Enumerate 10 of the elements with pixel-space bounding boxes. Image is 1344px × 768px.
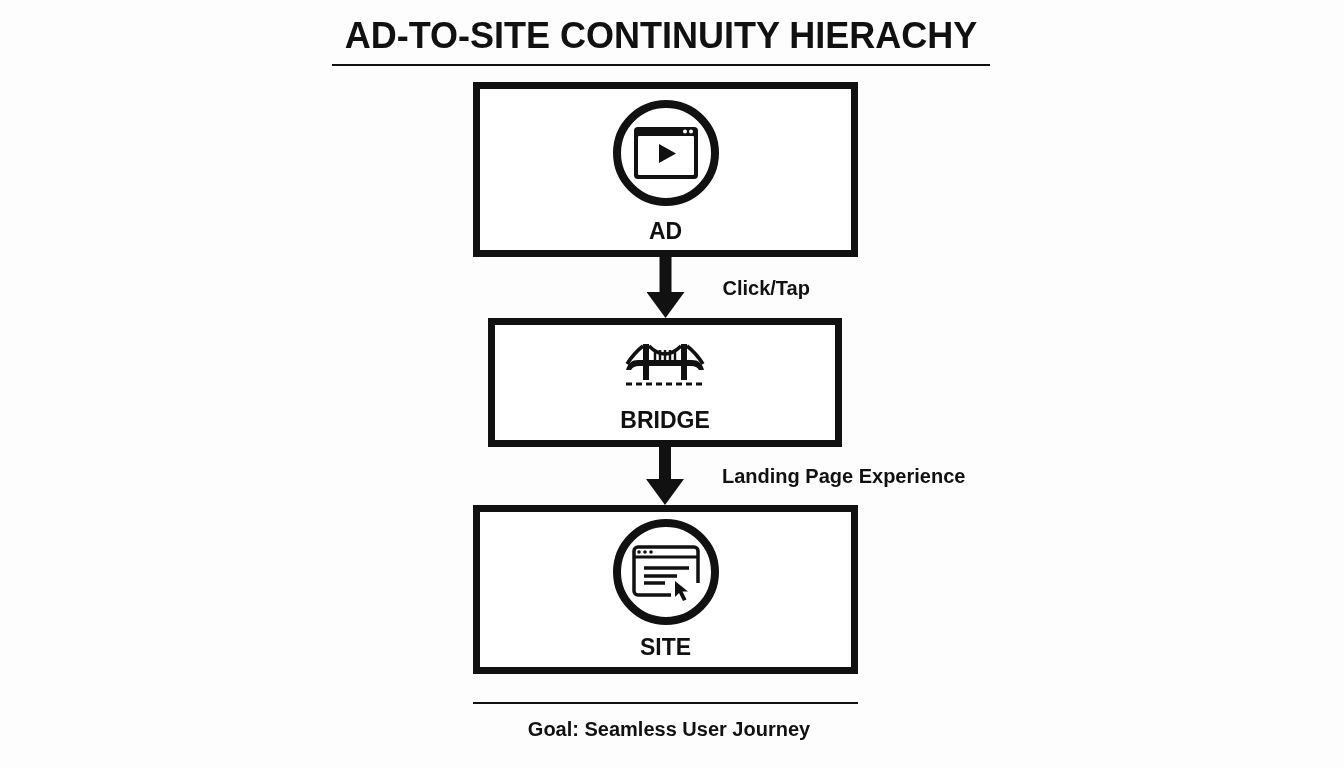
caption: Goal: Seamless User Journey — [527, 717, 811, 741]
node-label: SITE — [639, 635, 692, 661]
process-box — [488, 318, 842, 447]
diagram-title: AD-TO-SITE CONTINUITY HIERACHY — [344, 16, 978, 56]
process-box — [473, 82, 858, 257]
arrow — [646, 257, 685, 318]
node-label: AD — [648, 219, 683, 245]
arrow — [646, 447, 684, 505]
node-label: BRIDGE — [620, 408, 710, 434]
process-box — [473, 505, 858, 674]
